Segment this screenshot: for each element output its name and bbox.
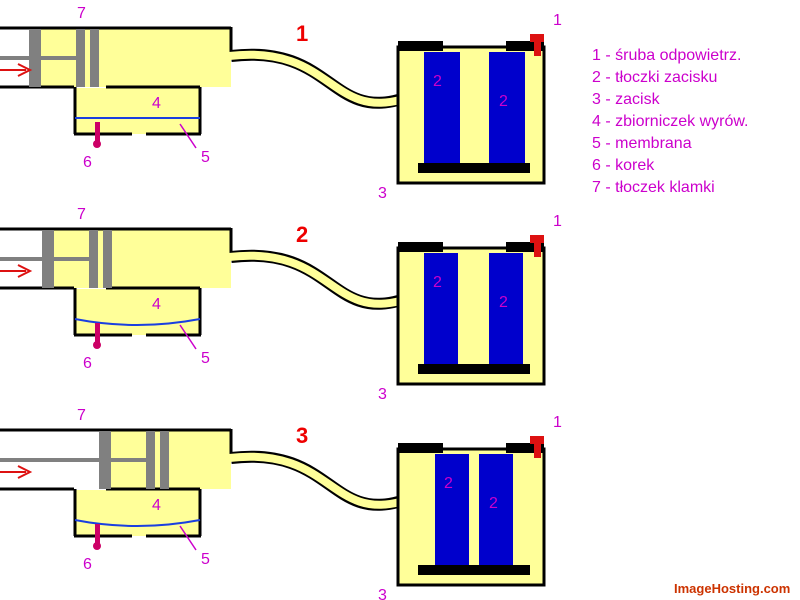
label-hand-piston: 7	[77, 206, 86, 223]
hose-fluid	[228, 251, 401, 308]
caliper-top-left-cap	[398, 242, 443, 252]
leader-membrane	[179, 123, 197, 149]
caliper-piston-left	[424, 52, 460, 163]
membrane	[74, 318, 201, 326]
stage-number: 2	[296, 222, 308, 247]
label-membrane: 5	[201, 350, 210, 367]
leader-membrane	[179, 324, 197, 350]
legend-item-caliper-pistons: 2 - tłoczki zacisku	[592, 69, 718, 86]
watermark: ImageHosting.com	[674, 581, 791, 596]
label-caliper: 3	[378, 587, 387, 600]
plunger-head-rear	[29, 29, 41, 87]
plunger-rod	[0, 458, 99, 462]
red-arrow-icon	[17, 63, 33, 77]
plunger-rod	[0, 257, 42, 261]
stage-3: 7 4 5 6 3 1 2 2 3	[0, 407, 562, 600]
label-caliper-piston-right: 2	[489, 495, 498, 512]
bleed-screw-shaft	[534, 42, 541, 56]
label-membrane: 5	[201, 551, 210, 568]
caliper-bottom-plate	[418, 364, 530, 374]
label-hand-piston: 7	[77, 407, 86, 424]
plug-stem	[95, 122, 100, 146]
label-caliper-piston-right: 2	[499, 93, 508, 110]
label-reservoir: 4	[152, 296, 161, 313]
legend-item-caliper: 3 - zacisk	[592, 91, 660, 108]
plunger-link-rod	[54, 257, 89, 261]
caliper-body	[396, 447, 546, 587]
label-caliper-piston-right: 2	[499, 294, 508, 311]
caliper-top-right-cap	[506, 41, 544, 51]
plug-head	[93, 542, 101, 550]
legend-item-lever-piston: 7 - tłoczek klamki	[592, 179, 715, 196]
plunger-head-front-b	[90, 29, 99, 87]
membrane	[74, 519, 201, 527]
plug-head	[93, 140, 101, 148]
legend-item-bleed-screw: 1 - śruba odpowietrz.	[592, 47, 742, 64]
label-reservoir: 4	[152, 95, 161, 112]
stage-1: 7 4 5 6 3 1 2 2 1	[0, 5, 562, 202]
label-bleed-screw: 1	[553, 213, 562, 230]
plunger-rod	[0, 56, 29, 60]
bleed-screw-shaft	[534, 444, 541, 458]
caliper-piston-right	[479, 454, 513, 565]
plug-head	[93, 341, 101, 349]
bleed-screw-shaft	[534, 243, 541, 257]
stage-number: 3	[296, 423, 308, 448]
label-membrane: 5	[201, 149, 210, 166]
plunger-head-rear	[99, 431, 111, 489]
caliper-bottom-plate	[418, 565, 530, 575]
caliper-top-right-cap	[506, 443, 544, 453]
label-hand-piston: 7	[77, 5, 86, 22]
plunger-link-rod	[111, 458, 146, 462]
caliper-top-left-cap	[398, 41, 443, 51]
label-bleed-screw: 1	[553, 414, 562, 431]
bleed-screw-head	[530, 235, 544, 243]
hose-outline	[230, 48, 400, 109]
caliper-top-right-cap	[506, 242, 544, 252]
caliper-piston-right	[489, 253, 523, 364]
red-arrow-icon	[17, 465, 33, 479]
leader-membrane	[179, 525, 197, 551]
label-plug: 6	[83, 154, 92, 171]
label-plug: 6	[83, 556, 92, 573]
hose-fluid	[228, 452, 401, 509]
plunger-head-front-a	[146, 431, 155, 489]
legend-item-plug: 6 - korek	[592, 157, 655, 174]
stage-2: 7 4 5 6 3 1 2 2 2	[0, 206, 562, 403]
plunger-head-front-b	[160, 431, 169, 489]
label-caliper-piston-left: 2	[433, 274, 442, 291]
legend: 1 - śruba odpowietrz. 2 - tłoczki zacisk…	[592, 45, 749, 199]
plunger-head-front-a	[89, 230, 98, 288]
hose-fluid	[228, 50, 401, 107]
label-caliper-piston-left: 2	[444, 475, 453, 492]
label-reservoir: 4	[152, 497, 161, 514]
caliper-top-left-cap	[398, 443, 443, 453]
plunger-head-rear	[42, 230, 54, 288]
label-caliper: 3	[378, 386, 387, 403]
label-bleed-screw: 1	[553, 12, 562, 29]
legend-item-membrane: 5 - membrana	[592, 135, 692, 152]
label-caliper-piston-left: 2	[433, 73, 442, 90]
hose-outline	[230, 450, 400, 511]
bleed-screw-head	[530, 34, 544, 42]
caliper-bottom-plate	[418, 163, 530, 173]
bleed-screw-head	[530, 436, 544, 444]
label-caliper: 3	[378, 185, 387, 202]
plug-stem	[95, 323, 100, 347]
plug-stem	[95, 524, 100, 548]
red-arrow-icon	[17, 264, 33, 278]
caliper-piston-left	[435, 454, 469, 565]
plunger-head-front-a	[76, 29, 85, 87]
plunger-link-rod	[41, 56, 76, 60]
caliper-piston-right	[489, 52, 525, 163]
hose-outline	[230, 249, 400, 310]
label-plug: 6	[83, 355, 92, 372]
plunger-head-front-b	[103, 230, 112, 288]
caliper-piston-left	[424, 253, 458, 364]
stage-number: 1	[296, 21, 308, 46]
legend-item-reservoir: 4 - zbiorniczek wyrów.	[592, 113, 749, 130]
